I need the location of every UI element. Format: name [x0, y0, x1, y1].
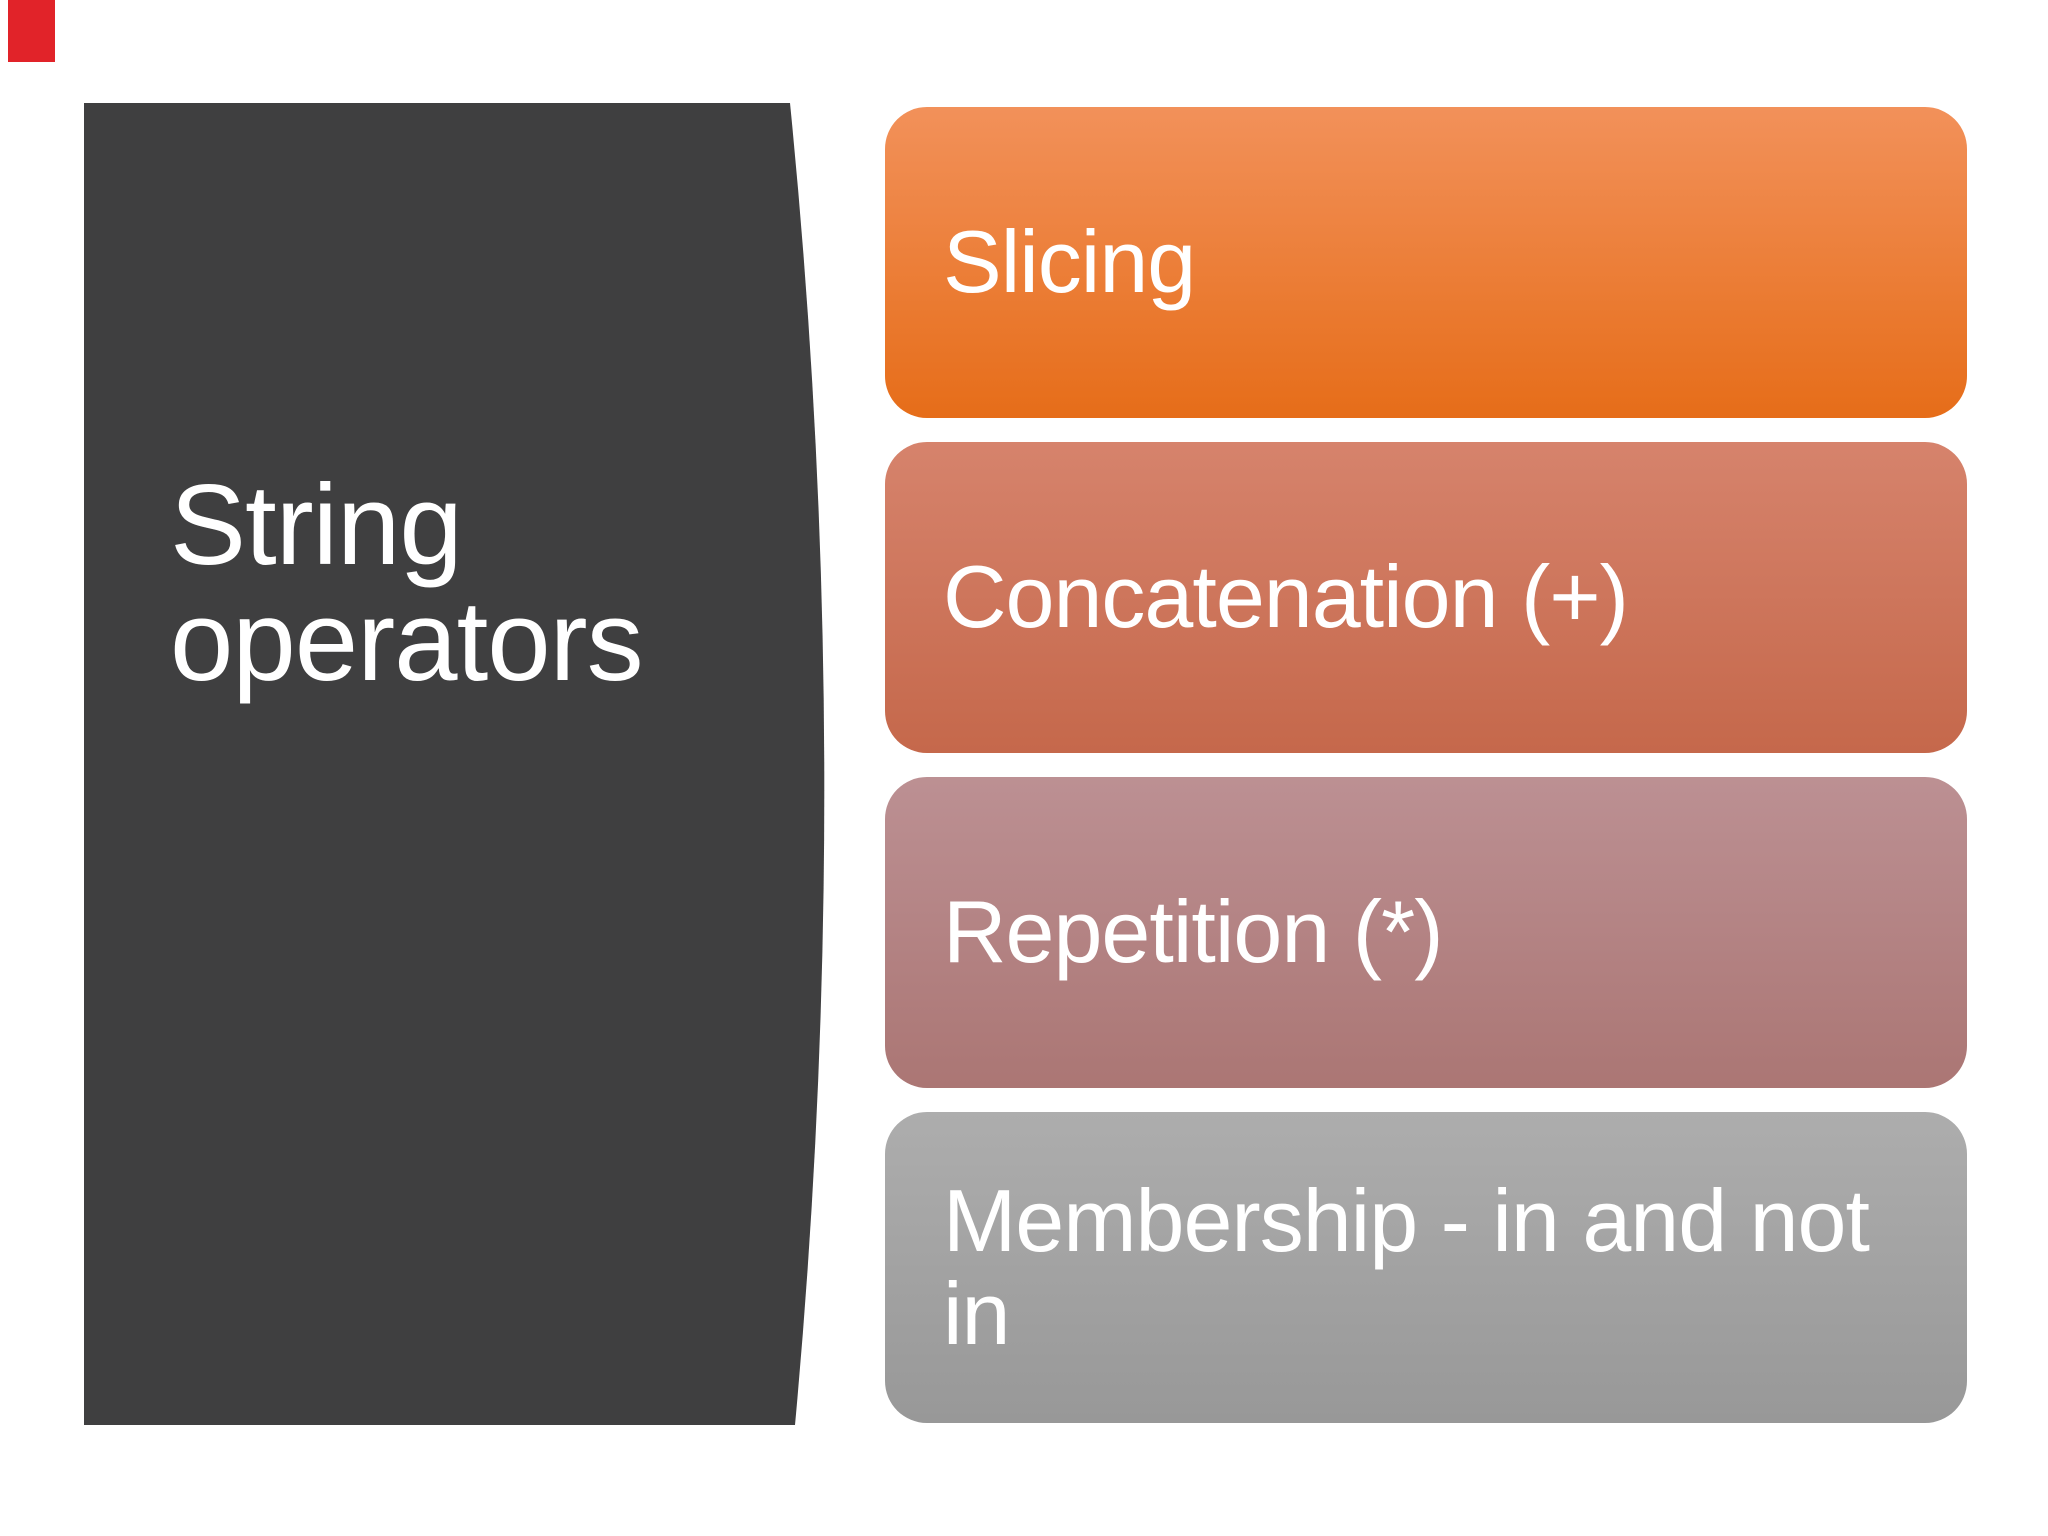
red-corner-marker: [8, 0, 55, 62]
list-item-label: Repetition (*): [943, 882, 1444, 982]
operator-list: Slicing Concatenation (+) Repetition (*)…: [885, 107, 1967, 1423]
curved-panel-path: [84, 103, 825, 1425]
page-title: String operators: [170, 462, 644, 706]
list-item-label: Slicing: [943, 212, 1196, 312]
list-item-concatenation: Concatenation (+): [885, 442, 1967, 753]
list-item-membership: Membership - in and not in: [885, 1112, 1967, 1423]
list-item-slicing: Slicing: [885, 107, 1967, 418]
list-item-label: Concatenation (+): [943, 547, 1629, 647]
list-item-label: Membership - in and not in: [943, 1171, 1870, 1363]
list-item-repetition: Repetition (*): [885, 777, 1967, 1088]
